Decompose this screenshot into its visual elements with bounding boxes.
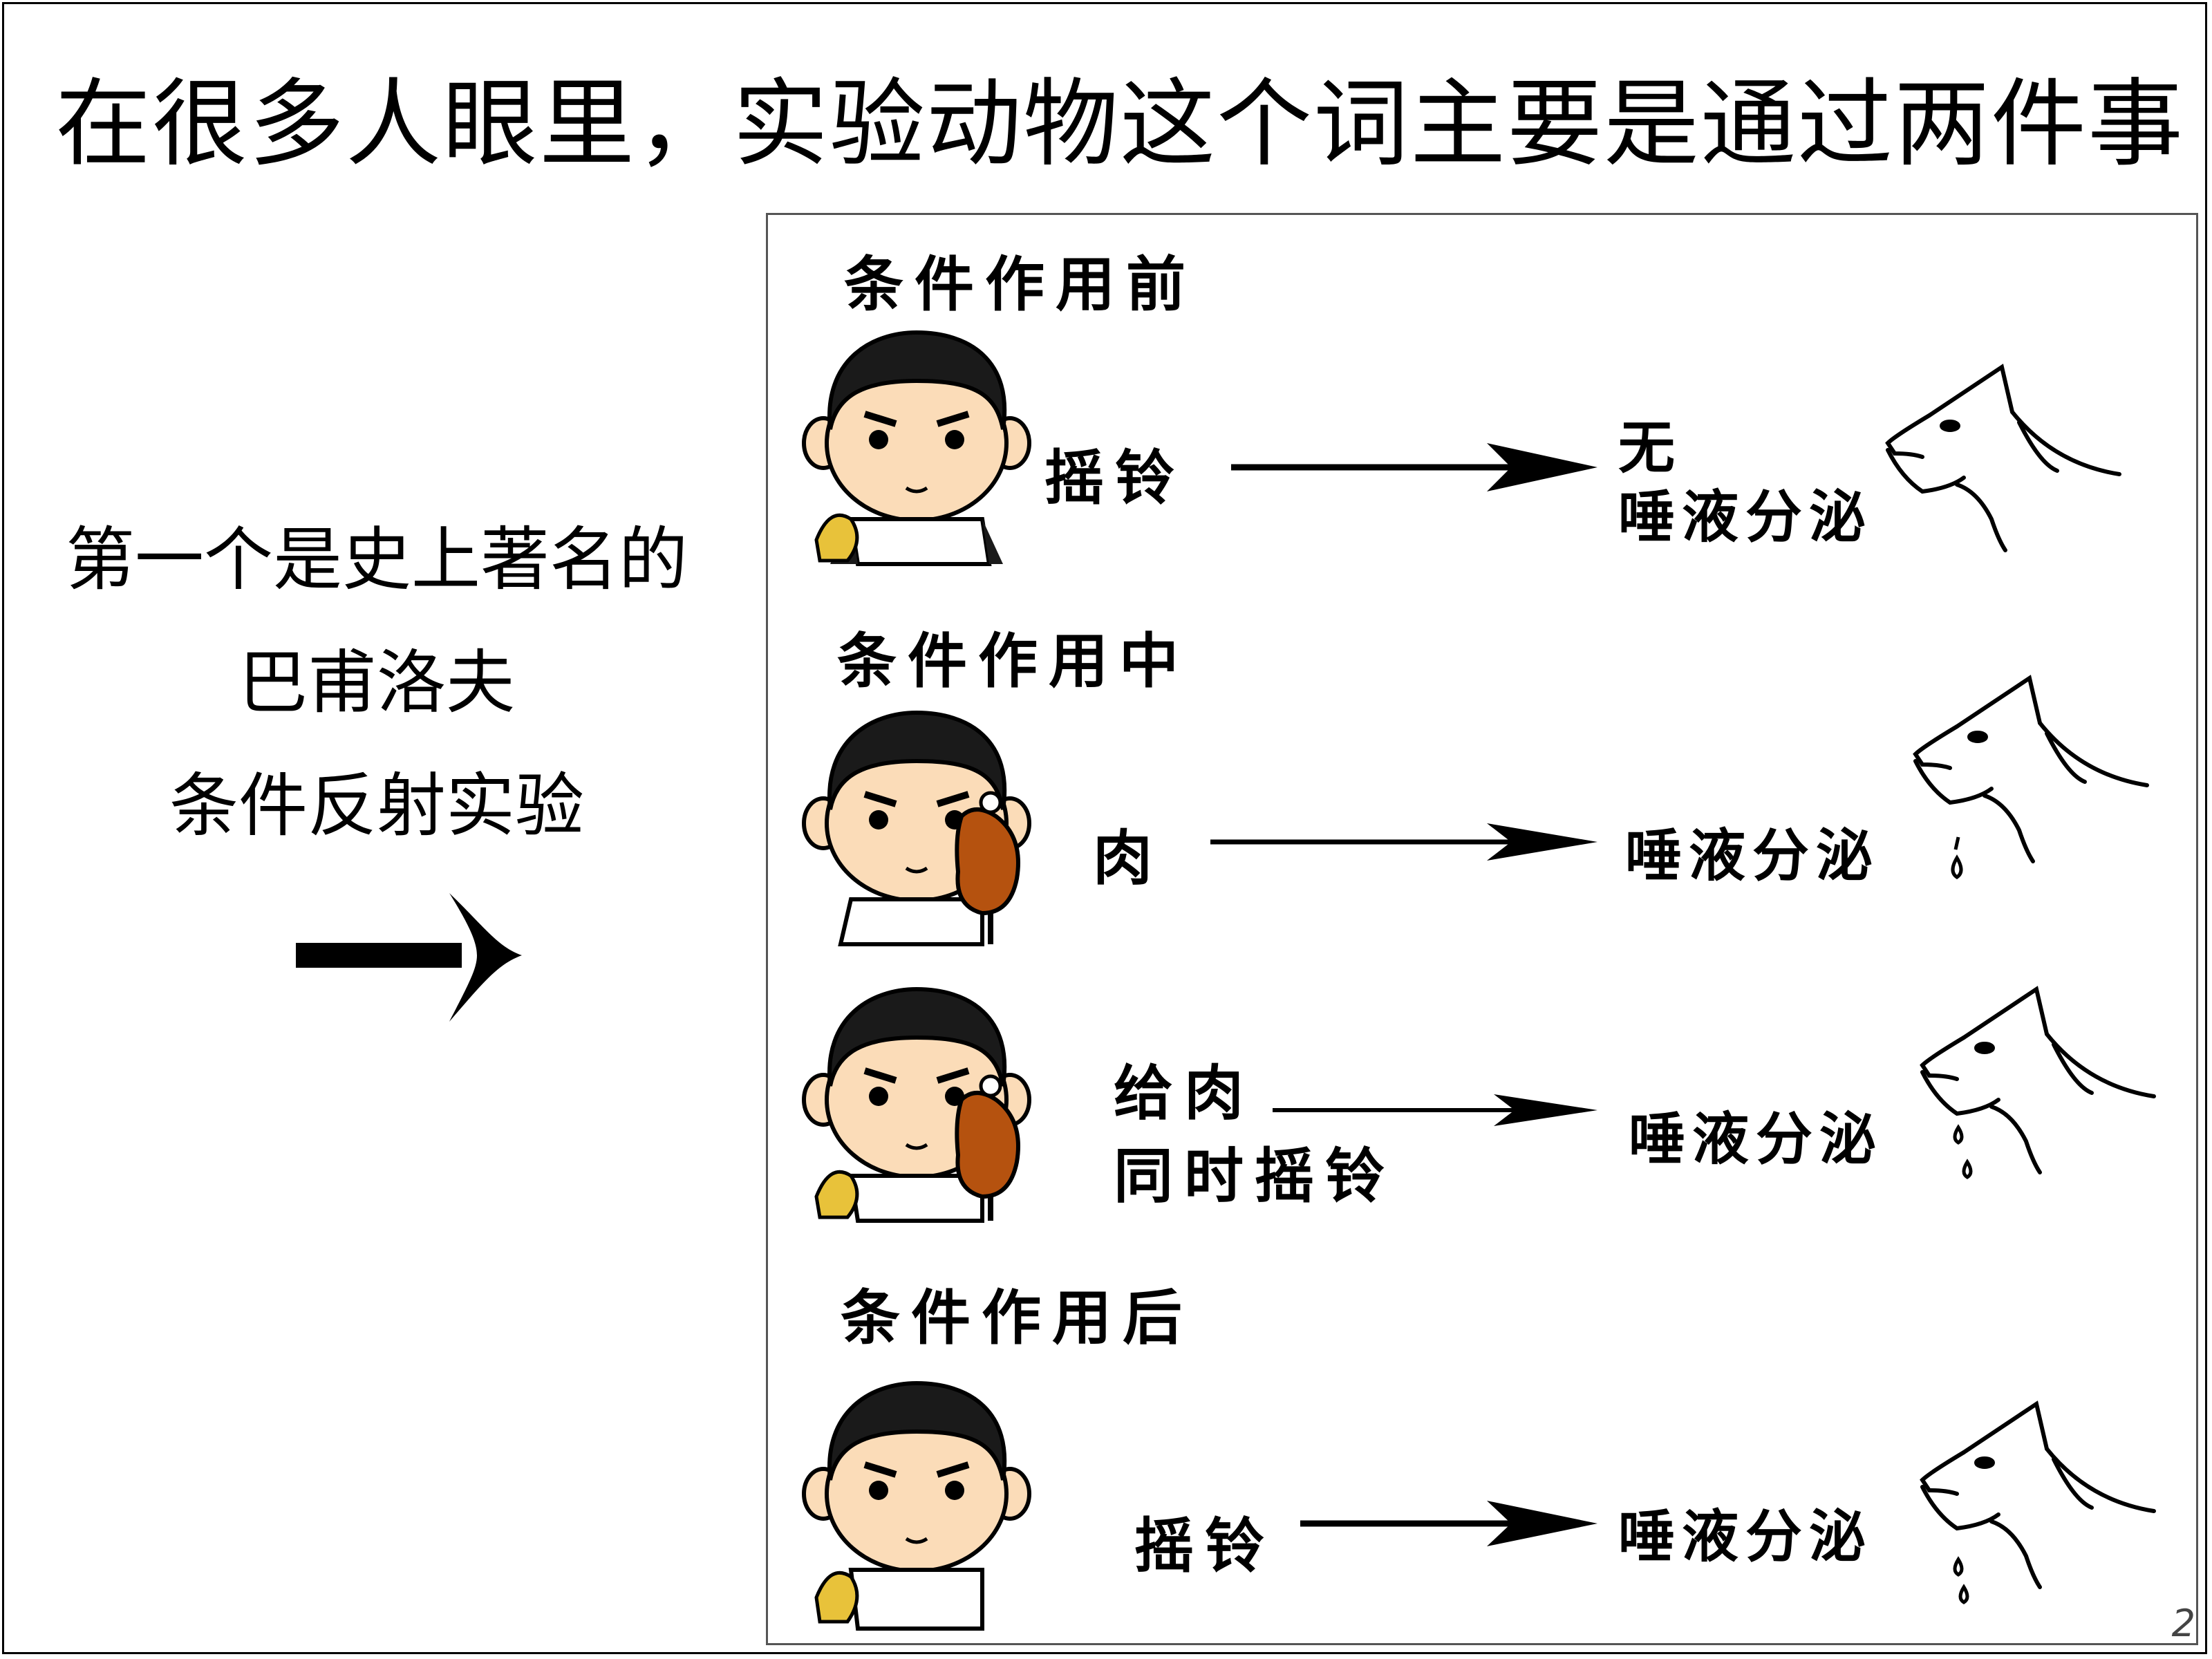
- boy-cartoon-icon: [802, 710, 1031, 946]
- stimulus-label-1: 摇铃: [1044, 444, 1185, 513]
- stimulus-label-2: 肉: [1093, 824, 1163, 893]
- stage-3-drawing: [802, 986, 2156, 1223]
- dog-head-icon: [1920, 986, 2156, 1174]
- response-label-3: 唾液分泌: [1629, 1107, 1884, 1172]
- bell-icon: [814, 1571, 859, 1624]
- stage-heading-during: 条件作用中: [837, 627, 1190, 696]
- response-label-1b: 唾液分泌: [1618, 485, 1873, 550]
- slide-title: 在很多人眼里，实验动物这个词主要是通过两件事: [55, 68, 2185, 180]
- dog-head-icon: [1885, 364, 2121, 552]
- intro-line-1: 第一个是史上著名的: [66, 519, 688, 600]
- intro-line-2: 巴甫洛夫: [238, 642, 515, 723]
- stimulus-label-3a: 给肉: [1114, 1059, 1255, 1128]
- drool-drop-icon: [1953, 1556, 1969, 1604]
- stage-heading-after: 条件作用后: [841, 1284, 1193, 1353]
- boy-cartoon-icon: [802, 330, 1031, 566]
- bell-icon: [814, 1170, 859, 1219]
- meat-icon: [955, 1074, 1020, 1221]
- right-arrow-icon: [1210, 823, 1597, 861]
- stimulus-label-3b: 同时摇铃: [1114, 1142, 1396, 1211]
- right-arrow-icon: [1300, 1501, 1597, 1546]
- stage-heading-before: 条件作用前: [844, 250, 1197, 319]
- meat-icon: [955, 791, 1020, 944]
- experiment-panel: 条件作用前: [766, 213, 2198, 1645]
- right-arrow-icon: [1273, 1094, 1597, 1126]
- boy-cartoon-icon: [802, 1380, 1031, 1631]
- drool-drop-icon: [1953, 1124, 1973, 1179]
- dog-head-icon: [1913, 675, 2149, 863]
- boy-cartoon-icon: [802, 986, 1031, 1223]
- response-label-4: 唾液分泌: [1618, 1504, 1873, 1570]
- stage-1-drawing: [802, 330, 2121, 566]
- page-number: 2: [2171, 1602, 2195, 1645]
- stage-2-drawing: [802, 675, 2149, 946]
- intro-line-3: 条件反射实验: [169, 765, 584, 846]
- drool-drop-icon: [1951, 836, 1963, 880]
- response-label-2: 唾液分泌: [1625, 823, 1880, 889]
- response-label-1a: 无: [1618, 415, 1683, 481]
- dog-head-icon: [1920, 1400, 2156, 1589]
- bell-icon: [814, 513, 859, 563]
- right-arrow-icon: [1231, 443, 1597, 491]
- stimulus-label-4: 摇铃: [1134, 1512, 1275, 1581]
- stage-4-drawing: [802, 1380, 2156, 1631]
